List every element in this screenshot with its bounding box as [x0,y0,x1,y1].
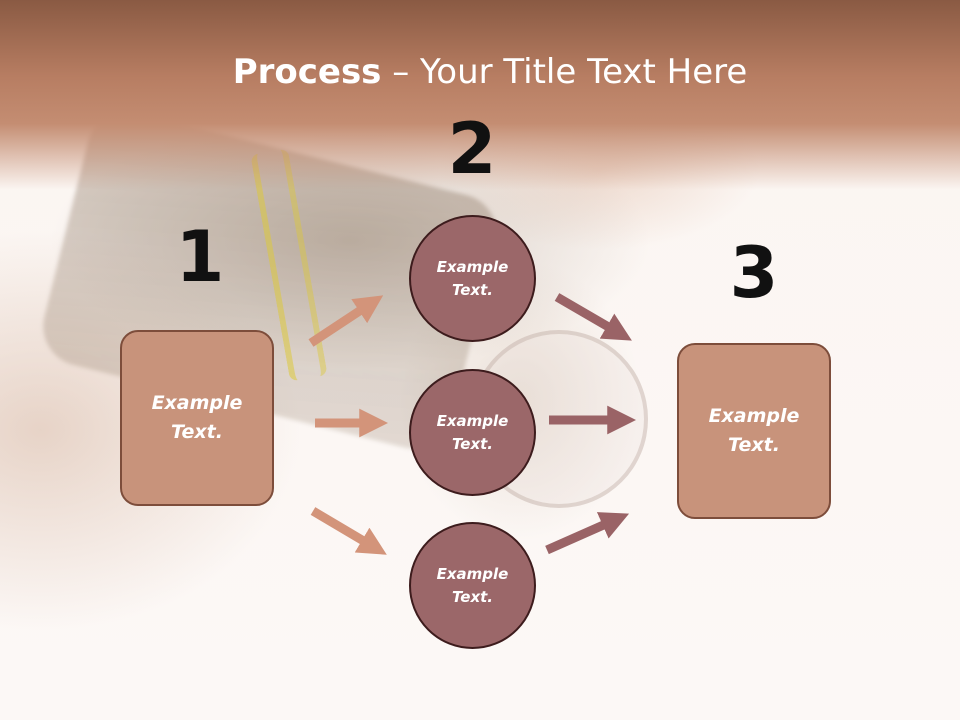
step-number-2: 2 [447,108,497,190]
title-rest: – Your Title Text Here [381,52,748,92]
circle-bottom: Example Text. [409,522,536,649]
slide-title: Process – Your Title Text Here [0,52,960,92]
circle-top-text: Example Text. [436,257,509,299]
right-box-text: Example Text. [708,405,800,456]
title-banner [0,0,960,190]
circle-middle-text: Example Text. [436,411,509,453]
arrow-left-down [310,507,387,555]
circle-bottom-text: Example Text. [436,564,509,606]
arrow-right-up [545,512,630,555]
right-step-box: Example Text. [677,343,831,519]
circle-top: Example Text. [409,215,536,342]
arrow-left-up [308,295,384,347]
left-box-text: Example Text. [151,392,243,443]
left-step-box: Example Text. [120,330,274,506]
title-bold: Process [232,52,382,92]
circle-middle: Example Text. [409,369,536,496]
step-number-1: 1 [175,216,225,298]
arrow-right-down [554,293,632,341]
step-number-3: 3 [729,232,779,314]
